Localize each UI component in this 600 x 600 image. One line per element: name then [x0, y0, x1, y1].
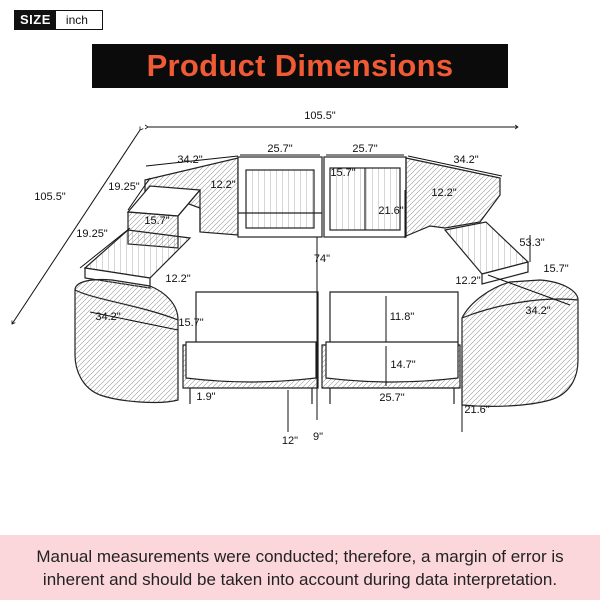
right-corner-height-label: 21.6" [464, 404, 489, 416]
leg-offset-label: 1.9" [196, 391, 215, 403]
overall-depth-label: 105.5" [34, 191, 66, 203]
left-lower-depth-label: 19.25" [76, 228, 108, 240]
left-table-gap-label: 12.2" [165, 273, 190, 285]
center-left-width-label: 25.7" [267, 143, 292, 155]
overall-width-label: 105.5" [304, 110, 336, 122]
right-corner-curve-label: 34.2" [525, 305, 550, 317]
seat-width-label: 25.7" [379, 392, 404, 404]
seat-height-label: 12" [282, 435, 298, 447]
left-bottom-depth-label: 15.7" [178, 317, 203, 329]
cabinet-height-label: 21.6" [378, 205, 403, 217]
size-tag-unit: inch [55, 11, 102, 29]
disclaimer-footer: Manual measurements were conducted; ther… [0, 535, 600, 600]
back-cushion-height-label: 11.8" [390, 311, 415, 323]
corner-top-right-label: 34.2" [453, 154, 478, 166]
bench-length-label: 53.3" [519, 237, 544, 249]
right-side-depth-label: 15.7" [543, 263, 568, 275]
size-tag-label: SIZE [15, 11, 56, 29]
center-right-width-label: 25.7" [352, 143, 377, 155]
seat-depth-label: 14.7" [390, 359, 415, 371]
disclaimer-line-2: inherent and should be taken into accoun… [42, 569, 558, 589]
interior-depth-label: 74" [314, 253, 330, 265]
dimension-lines [11, 127, 571, 432]
right-upper-gap-label: 12.2" [431, 187, 456, 199]
ottoman-top-label: 15.7" [144, 215, 169, 227]
left-side-depth-label: 19.25" [108, 181, 140, 193]
left-gap-label: 12.2" [210, 179, 235, 191]
furniture-outline [74, 156, 579, 407]
corner-top-left-label: 34.2" [177, 154, 202, 166]
dimension-labels: 105.5" 105.5" 34.2" 25.7" 25.7" 34.2" 19… [34, 110, 568, 447]
title-banner: Product Dimensions [92, 44, 508, 88]
disclaimer-line-1: Manual measurements were conducted; ther… [36, 546, 564, 566]
right-lower-gap-label: 12.2" [455, 275, 480, 287]
left-corner-curve-label: 34.2" [95, 311, 120, 323]
size-tag: SIZE inch [14, 10, 103, 30]
center-cabinet-depth-label: 15.7" [330, 167, 355, 179]
leg-height-label: 9" [313, 431, 323, 443]
furniture-dimension-diagram: 105.5" 105.5" 34.2" 25.7" 25.7" 34.2" 19… [11, 110, 579, 447]
page-title: Product Dimensions [146, 48, 454, 83]
